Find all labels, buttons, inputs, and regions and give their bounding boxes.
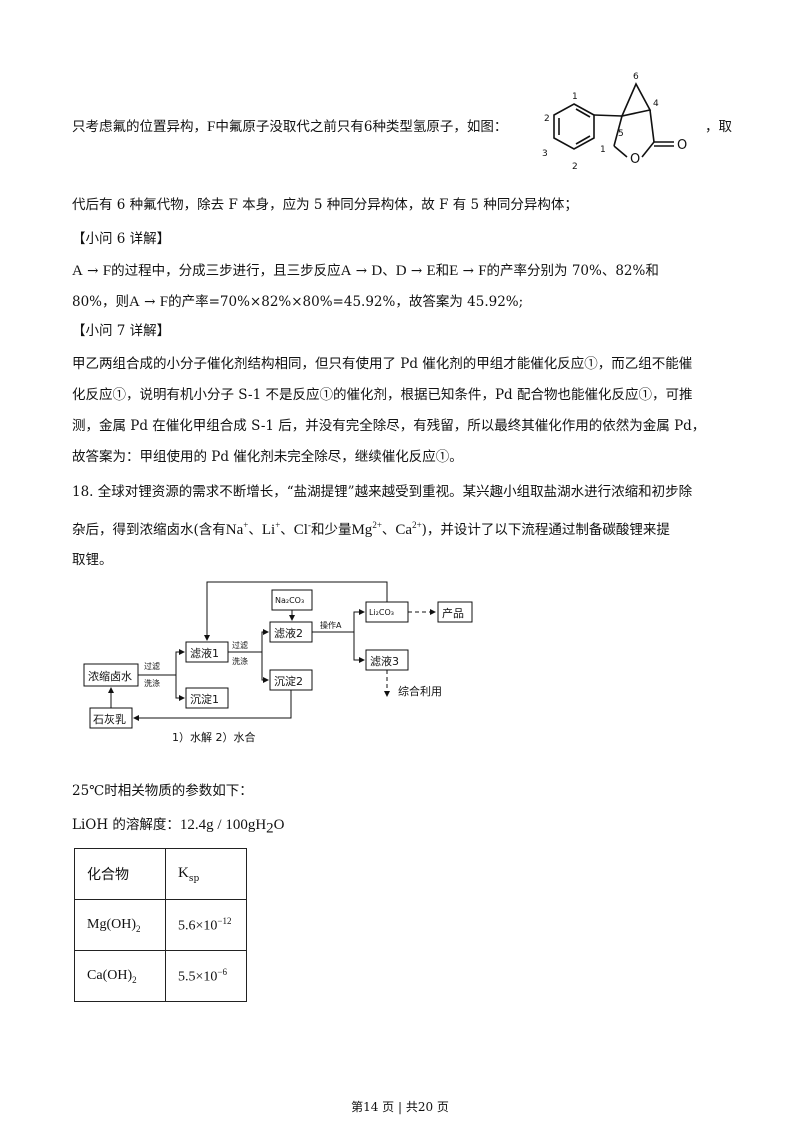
label-opA: 操作A xyxy=(320,620,342,630)
table-row: Ca(OH)2 5.5×10−6 xyxy=(74,950,247,1002)
arrow-filtrate1-precip2 xyxy=(261,652,269,683)
label-pos-3: 3 xyxy=(542,149,548,159)
compound-mgoh2: Mg(OH)2 xyxy=(74,899,166,951)
label-wash-b: 洗涤 xyxy=(232,656,248,666)
arrow-brine-filtrate1 xyxy=(138,649,185,676)
label-filter-b: 过滤 xyxy=(232,640,248,650)
phenyl-bond xyxy=(593,114,623,117)
q18-line-3: 取锂。 xyxy=(72,552,113,568)
molecule-structure: 1 2 3 2 1 4 5 6 O O xyxy=(542,72,687,172)
q18-line-2: 杂后，得到浓缩卤水(含有Na+、Li+、Cl-和少量Mg2+、Ca2+)，并设计… xyxy=(72,520,670,538)
sub7-line-1: 甲乙两组合成的小分子催化剂结构相同，但只有使用了 Pd 催化剂的甲组才能催化反应… xyxy=(72,356,693,372)
sub7-line-3: 测，金属 Pd 在催化甲组合成 S-1 后，并没有完全除尽，有残留，所以最终其催… xyxy=(72,418,706,434)
label-pos-1-right: 1 xyxy=(600,145,606,155)
label-product: 产品 xyxy=(442,606,464,620)
label-na2co3: Na₂CO₃ xyxy=(275,596,304,605)
page-footer: 第14 页 | 共20 页 xyxy=(351,1100,449,1114)
sub6-line-2: 80%，则A → F的产率=70%×82%×80%=45.92%，故答案为 45… xyxy=(72,294,524,310)
sub7-line-2: 化反应①，说明有机小分子 S-1 不是反应①的催化剂，根据已知条件，Pd 配合物… xyxy=(72,387,693,403)
flowchart: 浓缩卤水 石灰乳 滤液1 沉淀1 滤液2 沉淀2 产品 滤液3 综合利用 1）水… xyxy=(80,578,480,752)
ring-bond-a xyxy=(613,115,623,147)
box-precip1 xyxy=(185,687,229,709)
benzene-inner-3 xyxy=(575,135,591,145)
label-filtrate3: 滤液3 xyxy=(370,654,399,668)
label-brine: 浓缩卤水 xyxy=(88,670,132,683)
ksp-mgoh2: 5.6×10−12 xyxy=(165,899,247,951)
label-pos-6: 6 xyxy=(633,72,639,82)
params-title: 25℃时相关物质的参数如下： xyxy=(72,783,253,799)
ksp-caoh2: 5.5×10−6 xyxy=(165,950,247,1002)
compound-F: F xyxy=(207,119,216,135)
table-header-row: 化合物 Ksp xyxy=(74,848,247,900)
sub6-heading: 【小问 6 详解】 xyxy=(72,231,171,247)
arrow-return-filtrate1 xyxy=(204,581,388,641)
flowchart-svg: 浓缩卤水 石灰乳 滤液1 沉淀1 滤液2 沉淀2 产品 滤液3 综合利用 1）水… xyxy=(83,581,473,744)
label-filter-a: 过滤 xyxy=(144,661,160,671)
benzene-ring xyxy=(553,103,595,150)
ring-bond-b xyxy=(613,145,628,158)
arrow-precip2-lime xyxy=(133,690,292,721)
q18-line-1: 18. 全球对锂资源的需求不断增长，“盐湖提锂”越来越受到重视。某兴趣小组取盐湖… xyxy=(72,484,693,500)
ring-oxygen: O xyxy=(630,152,640,167)
table-row: Mg(OH)2 5.6×10−12 xyxy=(74,899,247,951)
label-pos-2-left: 2 xyxy=(544,114,550,124)
cyclopropane-ring xyxy=(620,82,652,118)
ring-bond-d xyxy=(649,109,655,143)
header-ksp: Ksp xyxy=(165,848,247,900)
label-pos-2-bottom: 2 xyxy=(572,162,578,172)
label-pos-5: 5 xyxy=(618,129,624,139)
arrow-filtrate1-filtrate2 xyxy=(228,629,269,653)
arrow-filtrate2-filtrate3 xyxy=(353,632,365,663)
compound-caoh2: Ca(OH)2 xyxy=(74,950,166,1002)
sub6-line-1: A → F的过程中，分成三步进行，且三步反应A → D、D → E和E → F的… xyxy=(72,263,659,279)
label-filtrate1: 滤液1 xyxy=(190,646,219,660)
sub7-line-4: 故答案为：甲组使用的 Pd 催化剂未完全除尽，继续催化反应①。 xyxy=(72,449,463,465)
para-isomer-count: 代后有 6 种氟代物，除去 F 本身，应为 5 种同分异构体，故 F 有 5 种… xyxy=(72,197,578,213)
arrow-filtrate2-li2co3 xyxy=(312,609,365,633)
para-fluorine-isomer: 只考虑氟的位置异构，F中氟原子没取代之前只有6种类型氢原子，如图： xyxy=(72,119,508,135)
label-precip1: 沉淀1 xyxy=(190,692,219,706)
label-li2co3: Li₂CO₃ xyxy=(369,608,394,617)
label-pos-1-top: 1 xyxy=(572,92,578,102)
para-fluorine-trail: ，取 xyxy=(705,119,732,135)
label-pos-4: 4 xyxy=(653,99,659,109)
arrow-brine-precip1 xyxy=(175,675,185,701)
label-filtrate2: 滤液2 xyxy=(274,626,303,640)
carbonyl-oxygen: O xyxy=(677,138,687,153)
lioh-solubility: LiOH 的溶解度：12.4g / 100gH2O xyxy=(72,817,285,837)
label-lime: 石灰乳 xyxy=(93,712,126,726)
benzene-inner-2 xyxy=(575,108,591,118)
box-product xyxy=(437,601,473,623)
structure-diagram: 1 2 3 2 1 4 5 6 O O xyxy=(538,66,698,190)
ksp-table: 化合物 Ksp Mg(OH)2 5.6×10−12 Ca(OH)2 5.5×10… xyxy=(74,848,247,1002)
ring-bond-c xyxy=(641,141,655,158)
label-reuse: 综合利用 xyxy=(398,684,442,698)
header-compound: 化合物 xyxy=(74,848,166,900)
label-return: 1）水解 2）水合 xyxy=(172,730,256,744)
sub7-heading: 【小问 7 详解】 xyxy=(72,323,171,339)
label-precip2: 沉淀2 xyxy=(274,674,303,688)
label-wash-a: 洗涤 xyxy=(144,678,160,688)
